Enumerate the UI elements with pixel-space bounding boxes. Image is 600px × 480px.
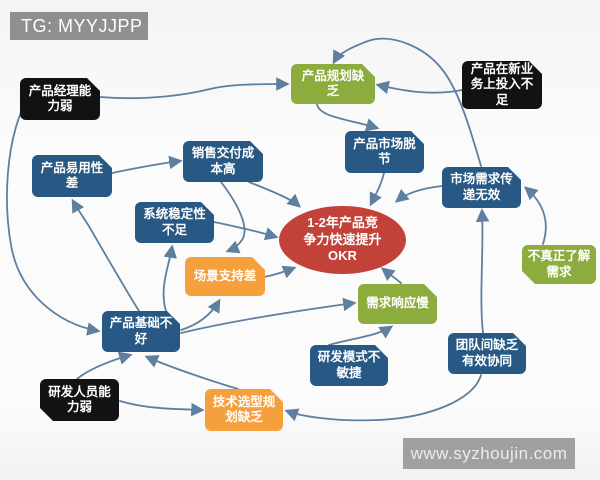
node-demand-transfer: 市场需求传 递无效 (442, 167, 521, 208)
node-response-slow: 需求响应慢 (358, 284, 437, 324)
node-tech-selection: 技术选型规 划缺乏 (205, 389, 283, 431)
edge-dev-ability-to-foundation (76, 351, 133, 380)
edge-usability-to-sales-cost (111, 155, 183, 174)
edge-pm-ability-to-foundation (6, 109, 101, 336)
node-market-gap: 产品市场脱 节 (345, 131, 424, 173)
edge-understand-to-demand-transfer (523, 186, 547, 245)
node-planning-lack: 产品规划缺 乏 (291, 64, 375, 104)
node-sales-cost: 销售交付成 本高 (183, 141, 263, 182)
edge-sales-cost-to-scene (220, 181, 246, 254)
watermark: www.syzhoujin.com (403, 438, 575, 469)
edge-foundation-to-usability (71, 198, 140, 312)
edge-sales-cost-to-okr (248, 181, 302, 208)
node-foundation: 产品基础不 好 (102, 311, 180, 352)
telegram-banner: TG: MYYJJPP (10, 12, 148, 40)
edge-planning-to-market-gap (316, 103, 380, 132)
node-team-collab: 团队间缺乏 有效协同 (448, 333, 526, 374)
node-new-biz-invest: 产品在新业 务上投入不 足 (462, 61, 542, 109)
node-dev-ability: 研发人员能 力弱 (40, 379, 119, 421)
node-understand: 不真正了解 需求 (522, 245, 596, 284)
edge-response-to-okr (380, 267, 402, 284)
edge-stability-to-okr (213, 221, 279, 241)
edge-foundation-to-response (180, 297, 357, 334)
edge-foundation-to-stability (162, 244, 177, 312)
edge-foundation-to-scene (180, 298, 221, 331)
edge-demand-transfer-to-okr (394, 185, 443, 203)
edge-demand-transfer-to-planning (332, 37, 482, 167)
edge-team-to-demand-transfer (475, 208, 490, 334)
edge-scene-to-okr (263, 265, 297, 279)
node-stability: 系统稳定性 不足 (135, 202, 214, 243)
edge-team-to-tech-sel (284, 374, 482, 422)
edge-new-biz-to-planning (375, 80, 463, 95)
edge-tech-sel-to-foundation (144, 355, 239, 390)
node-dev-mode: 研发模式不 敏捷 (310, 345, 388, 386)
edge-pm-ability-to-planning (99, 77, 290, 100)
edge-market-gap-to-okr (369, 172, 385, 207)
node-usability: 产品易用性 差 (32, 155, 112, 197)
node-scene-support: 场景支持差 (185, 257, 265, 296)
okr-goal-ellipse: 1-2年产品竞 争力快速提升 OKR (279, 206, 406, 274)
node-pm-ability: 产品经理能 力弱 (20, 78, 100, 120)
edge-dev-mode-to-response (328, 325, 394, 346)
edge-dev-ability-to-tech-sel (119, 400, 205, 417)
